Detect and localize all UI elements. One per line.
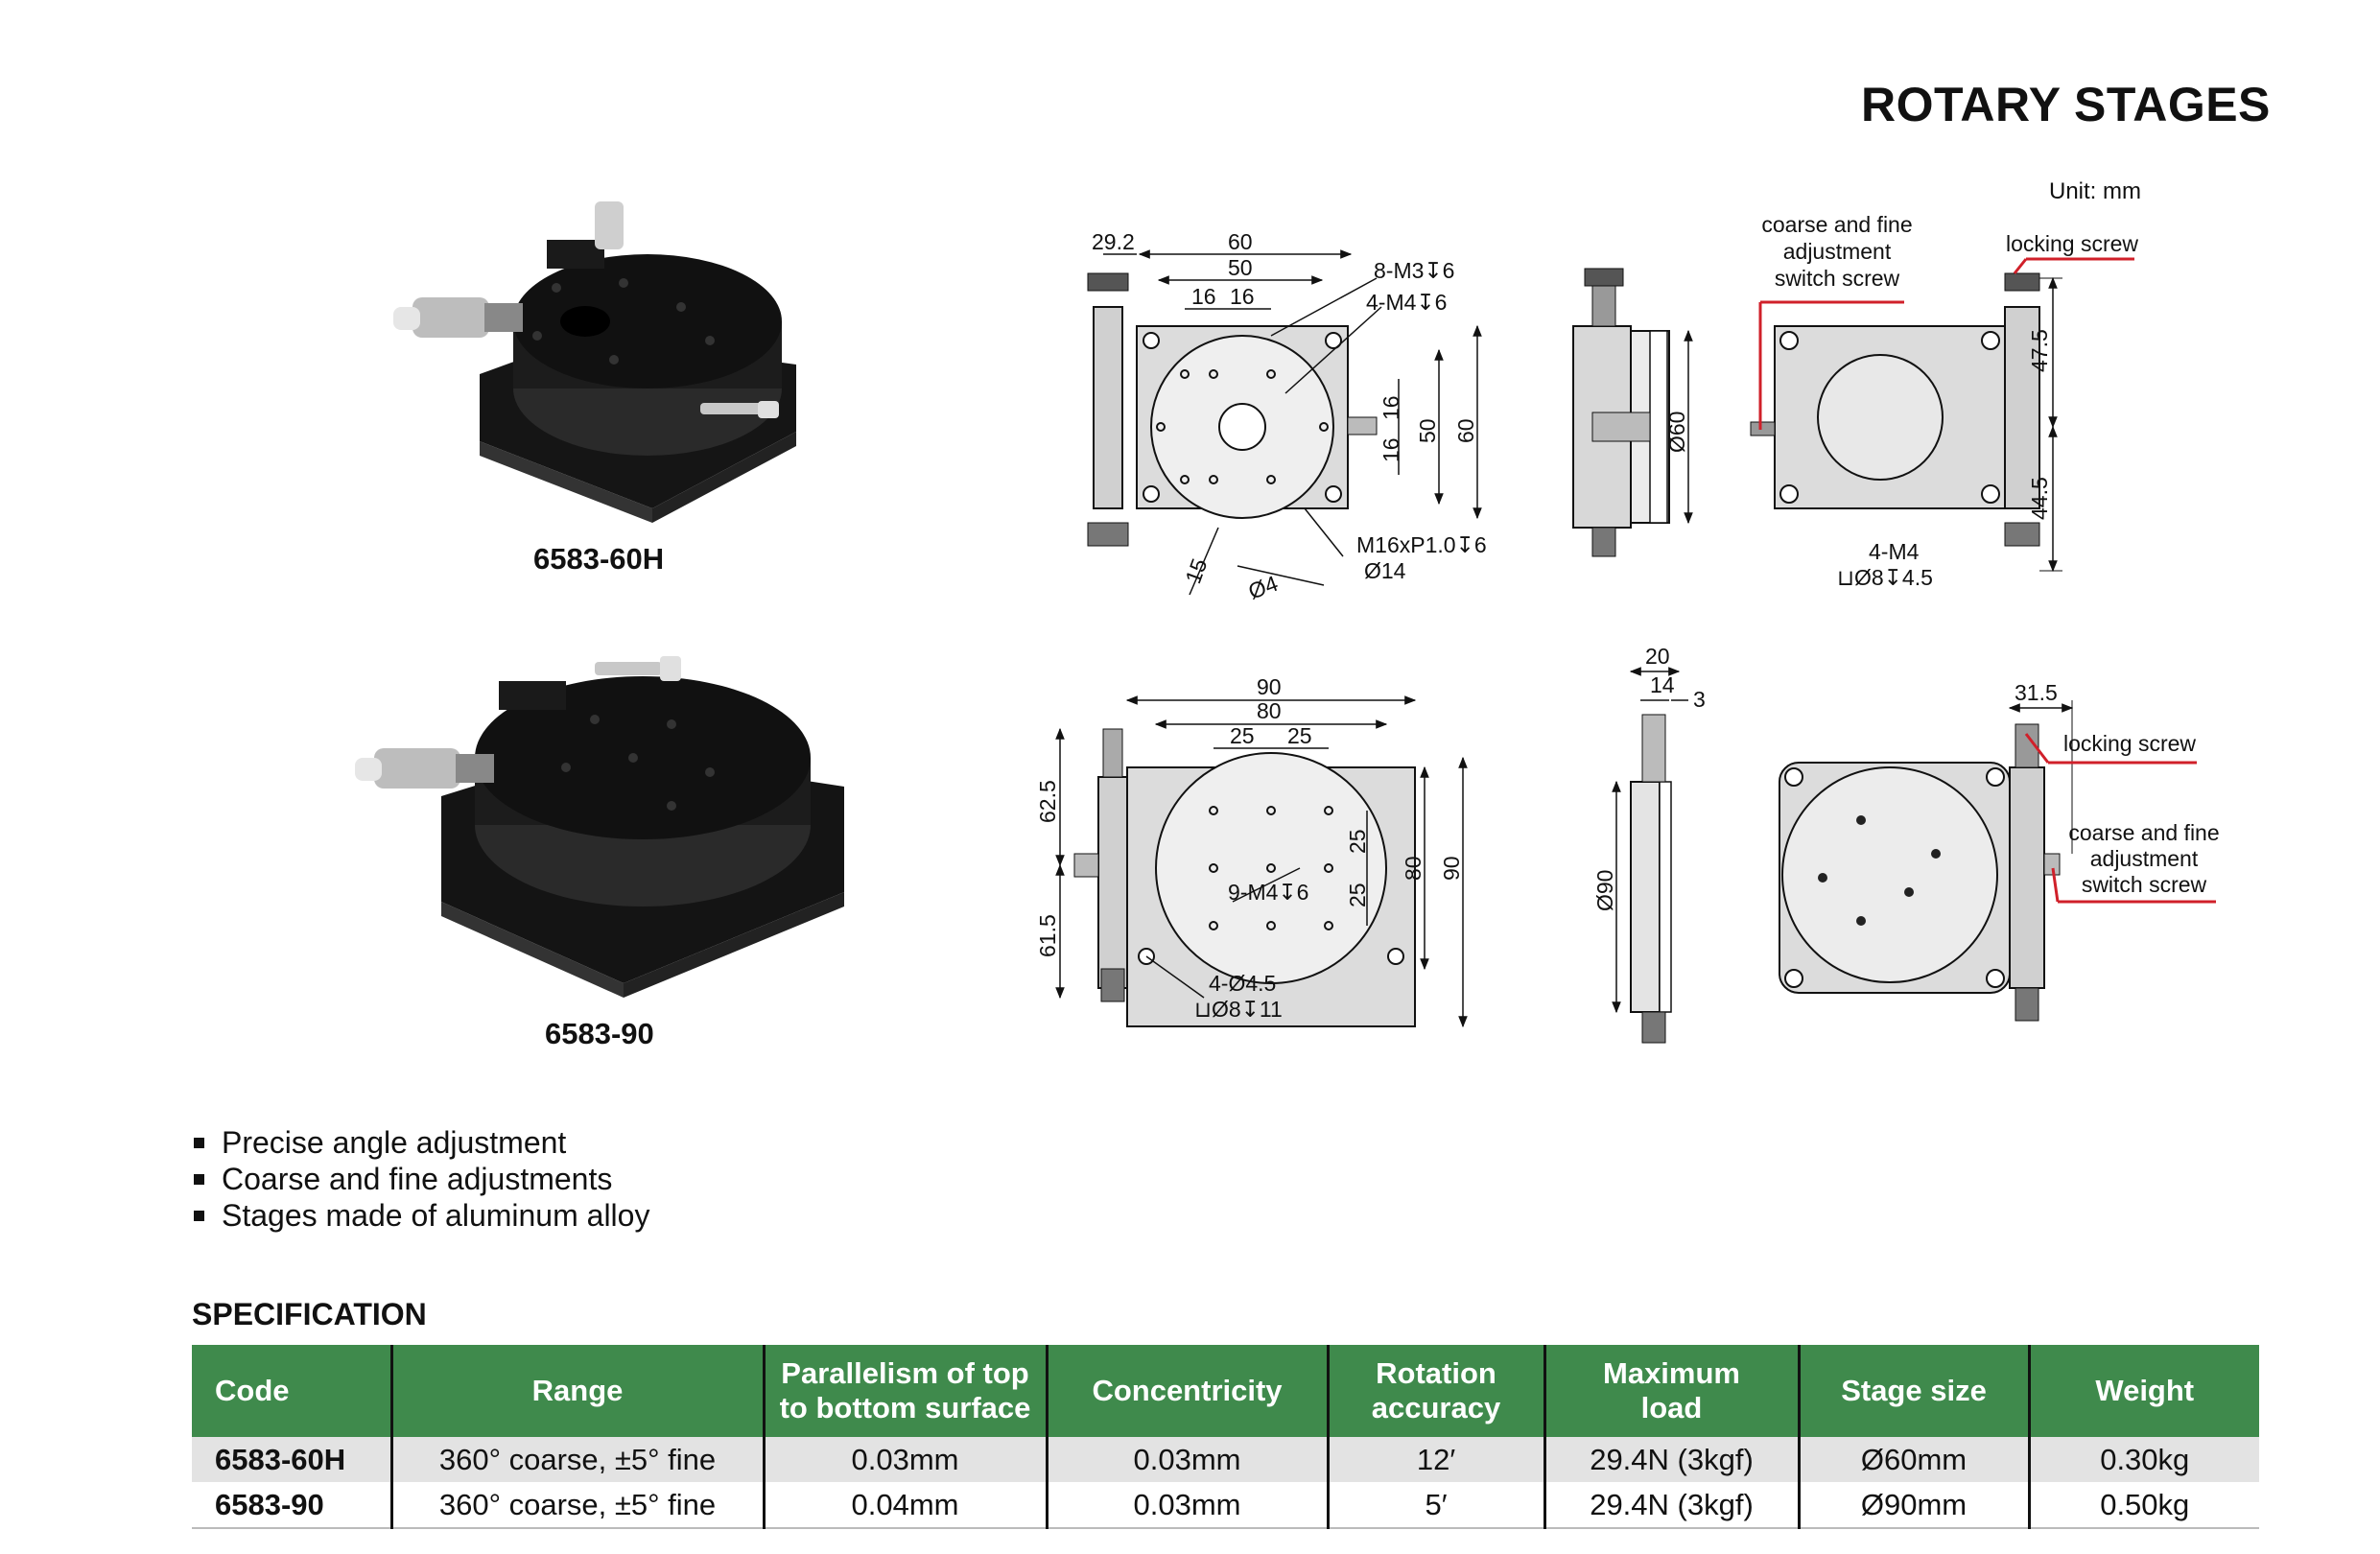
column-header-range: Range: [389, 1345, 764, 1437]
side-dim-20: 20: [1645, 644, 1670, 669]
cell-code: 6583-90: [192, 1482, 391, 1529]
dim-16b: 16: [1230, 284, 1255, 309]
switch-screw-label-60h-3: switch screw: [1775, 266, 1900, 291]
cell-range: 360° coarse, ±5° fine: [389, 1437, 764, 1482]
cell-stage-size: Ø60mm: [1797, 1437, 2029, 1482]
side-dia-60: Ø60: [1664, 412, 1689, 453]
dim-60-top: 60: [1228, 229, 1253, 254]
dia-14: Ø14: [1364, 558, 1406, 583]
cell-concentricity: 0.03mm: [1045, 1437, 1328, 1482]
cell-range: 360° coarse, ±5° fine: [389, 1482, 764, 1529]
drawing-90-side-view: [1612, 667, 1688, 1044]
dim-90-top: 90: [1257, 674, 1282, 699]
switch-screw-label-90-1: coarse and fine: [2068, 820, 2219, 845]
dim-16a: 16: [1191, 284, 1216, 309]
dim-16-v-a: 16: [1379, 395, 1403, 420]
cell-rotation-accuracy: 5′: [1326, 1482, 1544, 1529]
cell-weight: 0.50kg: [2027, 1482, 2259, 1529]
column-header-stage-size: Stage size: [1797, 1345, 2029, 1437]
feature-text: Stages made of aluminum alloy: [222, 1198, 650, 1233]
side-dia-90: Ø90: [1592, 870, 1617, 911]
dim-25b: 25: [1287, 723, 1312, 748]
feature-text: Precise angle adjustment: [222, 1125, 567, 1160]
unit-label: Unit: mm: [2049, 178, 2141, 204]
mount-spec-90-2: ⊔Ø8↧11: [1194, 997, 1283, 1022]
cell-stage-size: Ø90mm: [1797, 1482, 2029, 1529]
product-photo-60h: [393, 201, 796, 523]
dim-60-v: 60: [1453, 418, 1478, 443]
bullet-icon: [194, 1173, 204, 1185]
drawing-90-bottom-view: [1779, 700, 2216, 1022]
side-dim-14: 14: [1650, 672, 1675, 697]
cell-parallelism: 0.04mm: [762, 1482, 1047, 1529]
cell-maximum-load: 29.4N (3kgf): [1543, 1437, 1799, 1482]
page-title: ROTARY STAGES: [1861, 78, 2271, 131]
bullet-icon: [194, 1137, 204, 1148]
mount-spec-60h-2: ⊔Ø8↧4.5: [1837, 565, 1933, 590]
dim-61-5: 61.5: [1035, 914, 1060, 957]
dim-80-top: 80: [1257, 698, 1282, 723]
list-item: Stages made of aluminum alloy: [192, 1197, 649, 1234]
cell-maximum-load: 29.4N (3kgf): [1543, 1482, 1799, 1529]
mount-spec-60h-1: 4-M4: [1869, 539, 1920, 564]
drawing-60h-side-view: [1572, 268, 1693, 557]
specification-heading: SPECIFICATION: [192, 1297, 427, 1331]
hole-spec-1: 8-M3↧6: [1374, 258, 1454, 283]
product-caption-60h: 6583-60H: [533, 542, 665, 576]
mount-spec-90-1: 4-Ø4.5: [1209, 971, 1276, 996]
dim-25-v-b: 25: [1345, 883, 1370, 907]
dim-62-5: 62.5: [1035, 780, 1060, 823]
dim-80-v: 80: [1401, 856, 1426, 881]
dim-90-v: 90: [1439, 856, 1464, 881]
dim-15: 15: [1180, 555, 1212, 587]
list-item: Precise angle adjustment: [192, 1124, 649, 1161]
thread-spec: M16xP1.0↧6: [1356, 532, 1487, 557]
product-caption-90: 6583-90: [545, 1017, 654, 1050]
drawing-60h-top-view: [1087, 249, 1482, 596]
cell-parallelism: 0.03mm: [762, 1437, 1047, 1482]
feature-text: Coarse and fine adjustments: [222, 1162, 613, 1196]
technical-drawings: 29.2 60 50 16 16 8-M3↧6 4-M4↧6 16 16 50 …: [1035, 212, 2220, 1044]
switch-screw-label-90-3: switch screw: [2082, 872, 2207, 897]
list-item: Coarse and fine adjustments: [192, 1161, 649, 1197]
dim-29-2: 29.2: [1092, 229, 1135, 254]
table-row: 6583-60H 360° coarse, ±5° fine 0.03mm 0.…: [192, 1437, 2259, 1482]
dim-16-v-b: 16: [1379, 437, 1403, 462]
cell-weight: 0.30kg: [2027, 1437, 2259, 1482]
dia-4: Ø4: [1245, 571, 1282, 604]
cell-concentricity: 0.03mm: [1045, 1482, 1328, 1529]
table-row: 6583-90 360° coarse, ±5° fine 0.04mm 0.0…: [192, 1482, 2259, 1529]
hole-spec-2: 4-M4↧6: [1366, 290, 1447, 315]
cell-code: 6583-60H: [192, 1437, 391, 1482]
hole-spec-90: 9-M4↧6: [1228, 880, 1308, 905]
dim-44-5: 44.5: [2027, 477, 2052, 520]
feature-list: Precise angle adjustment Coarse and fine…: [192, 1124, 649, 1234]
locking-screw-label-60h: locking screw: [2006, 231, 2138, 256]
locking-screw-label-90: locking screw: [2063, 731, 2196, 756]
side-dim-3: 3: [1693, 687, 1706, 712]
switch-screw-label-90-2: adjustment: [2090, 846, 2199, 871]
column-header-concentricity: Concentricity: [1045, 1345, 1328, 1437]
column-header-weight: Weight: [2027, 1345, 2259, 1437]
dim-50-top: 50: [1228, 255, 1253, 280]
dim-31-5: 31.5: [2015, 680, 2058, 705]
switch-screw-label-60h-2: adjustment: [1783, 239, 1892, 264]
product-photo-90: [355, 656, 844, 998]
column-header-code: Code: [192, 1345, 391, 1437]
cell-rotation-accuracy: 12′: [1326, 1437, 1544, 1482]
switch-screw-label-60h-1: coarse and fine: [1761, 212, 1912, 237]
dim-25a: 25: [1230, 723, 1255, 748]
dim-47-5: 47.5: [2027, 329, 2052, 372]
dim-25-v-a: 25: [1345, 829, 1370, 854]
dim-50-v: 50: [1415, 418, 1440, 443]
bullet-icon: [194, 1210, 204, 1221]
drawing-90-top-view: [1055, 695, 1468, 1028]
drawing-60h-bottom-view: [1750, 257, 2134, 573]
